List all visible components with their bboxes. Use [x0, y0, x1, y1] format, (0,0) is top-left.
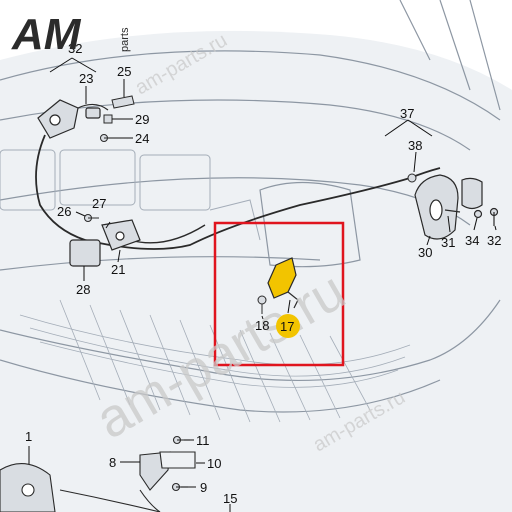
- screw-18: [257, 295, 267, 314]
- callout-21: 21: [111, 262, 125, 277]
- am-parts-logo: AM parts: [11, 10, 131, 59]
- callout-32-right: 32: [487, 233, 501, 248]
- callout-1: 1: [25, 429, 32, 444]
- callout-17: 17: [280, 319, 294, 334]
- bracket-28: [69, 239, 101, 267]
- callout-26: 26: [57, 204, 71, 219]
- part-17-bracket: [267, 257, 299, 309]
- callout-28: 28: [76, 282, 90, 297]
- callout-labels: 32 23 25 29 24 37 38 26 27 21 28 30 31 3…: [25, 41, 501, 506]
- callout-32-top: 32: [68, 41, 82, 56]
- callout-37: 37: [400, 106, 414, 121]
- callout-29: 29: [135, 112, 149, 127]
- leader-lines: [28, 57, 497, 512]
- callout-15: 15: [223, 491, 237, 506]
- bolt-26: [84, 214, 99, 222]
- callout-31: 31: [441, 235, 455, 250]
- hood-lock-left: [37, 99, 109, 139]
- callout-30: 30: [418, 245, 432, 260]
- release-cable: [35, 134, 441, 250]
- clip-25: [111, 95, 135, 109]
- callout-17-badge: [276, 314, 300, 338]
- grille-structure: [0, 149, 261, 241]
- callout-34: 34: [465, 233, 479, 248]
- callout-8: 8: [109, 455, 116, 470]
- callout-18: 18: [255, 318, 269, 333]
- callout-25: 25: [117, 64, 131, 79]
- highlight-box: [213, 221, 345, 367]
- lower-parts: [0, 435, 196, 512]
- callout-10: 10: [207, 456, 221, 471]
- hood-lock-right: [414, 174, 499, 240]
- grille-mesh: [19, 299, 411, 423]
- callout-38: 38: [408, 138, 422, 153]
- callout-24: 24: [135, 131, 149, 146]
- callout-11: 11: [196, 433, 210, 448]
- grommet-38: [407, 173, 417, 183]
- logo-letters: AM: [11, 10, 82, 59]
- callout-27: 27: [92, 196, 106, 211]
- lock-21: [101, 219, 141, 251]
- callout-9: 9: [200, 480, 207, 495]
- logo-suffix: parts: [119, 27, 131, 52]
- callout-23: 23: [79, 71, 93, 86]
- bolt-29: [103, 114, 113, 124]
